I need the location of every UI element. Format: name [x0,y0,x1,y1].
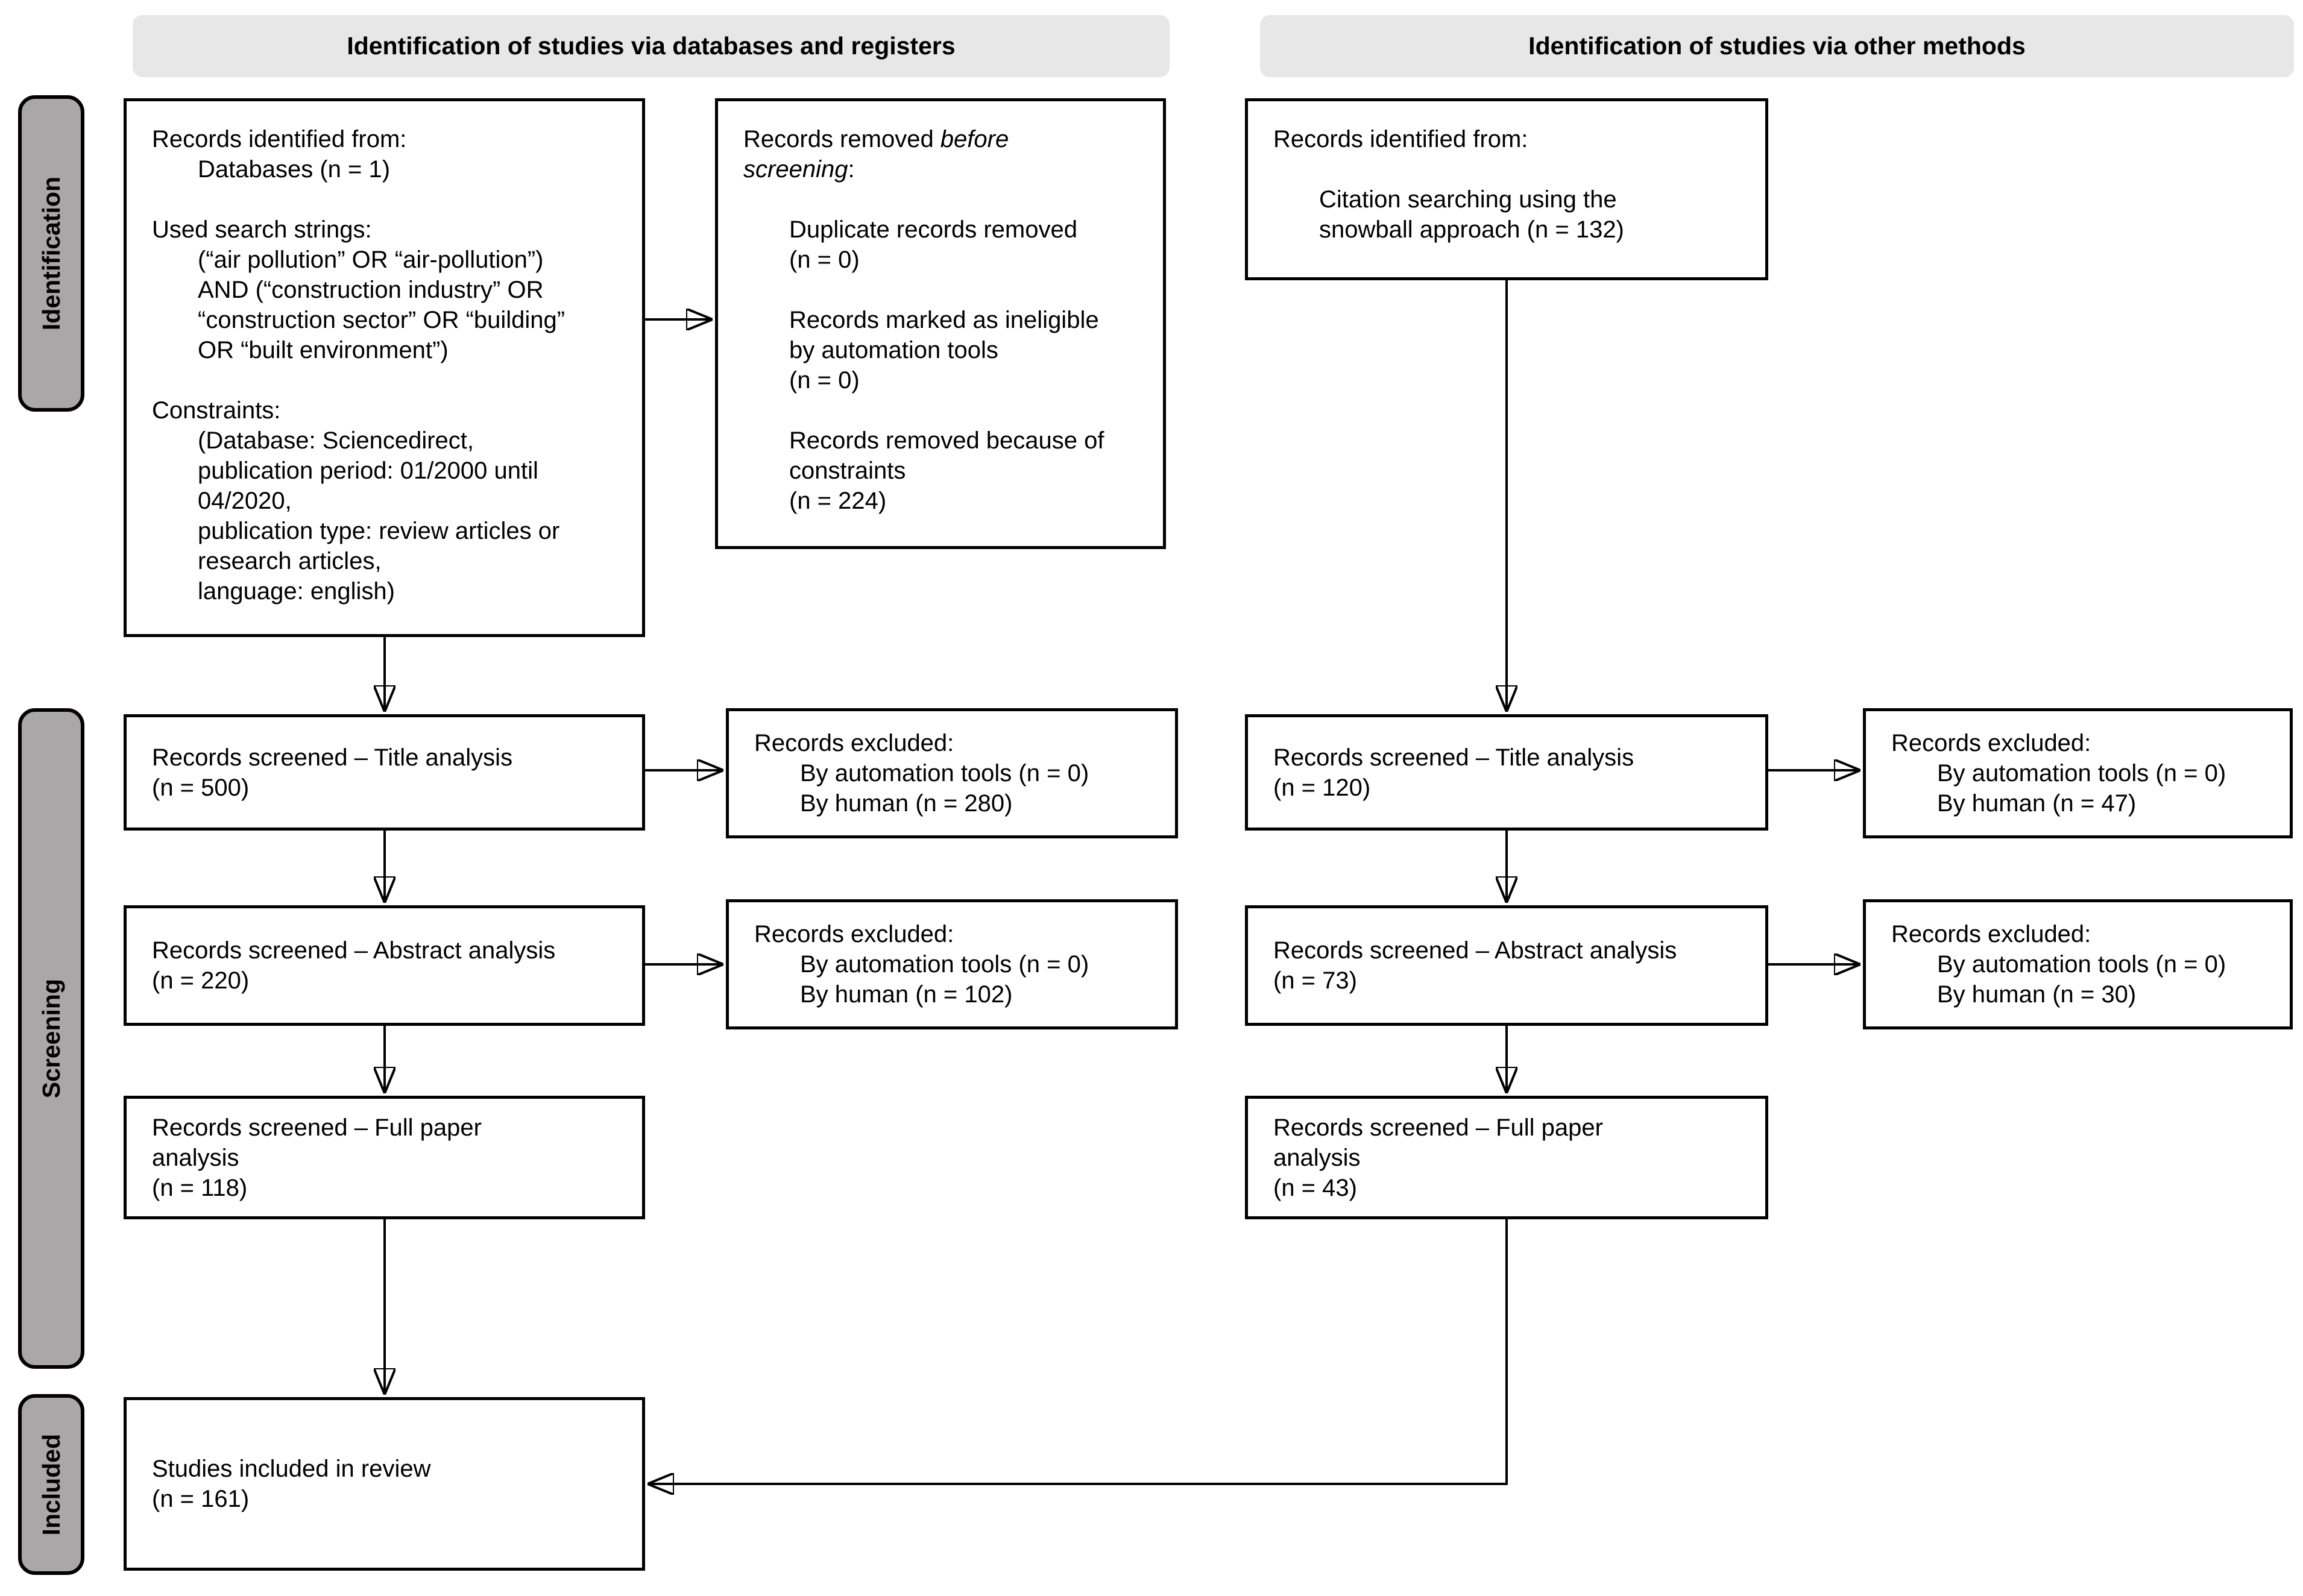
line: snowball approach (n = 132) [1319,216,1624,243]
box-screened-fullpaper-databases: Records screened – Full paper analysis (… [124,1096,645,1219]
line: By automation tools (n = 0) [800,951,1089,978]
line: “construction sector” OR “building” [198,307,566,333]
line: (n = 0) [789,367,860,394]
line [152,184,631,215]
line: (n = 161) [152,1486,250,1512]
line: Records screened – Full paper [1273,1114,1603,1141]
line: language: english) [198,578,395,605]
line: By human (n = 280) [800,790,1013,817]
line: (n = 0) [789,247,860,273]
line: (“air pollution” OR “air-pollution”) [198,247,544,273]
phase-tab-identification: Identification [18,95,84,412]
box-screened-abstract-other: Records screened – Abstract analysis (n … [1245,905,1768,1026]
column-header-databases: Identification of studies via databases … [133,15,1170,77]
box-excluded-title-databases: Records excluded: By automation tools (n… [726,708,1178,838]
line: Records screened – Abstract analysis [152,937,556,964]
line: (n = 118) [152,1174,248,1201]
line: Records screened – Title analysis [152,744,513,771]
line: (n = 120) [1273,774,1371,801]
phase-tab-included-label: Included [37,1433,65,1536]
line: publication period: 01/2000 until [198,457,538,484]
line: By human (n = 47) [1937,790,2137,817]
line: screening: [743,156,855,183]
line: Citation searching using the [1319,186,1617,213]
line: Records removed because of [789,427,1104,454]
line: Records excluded: [1891,730,2091,756]
line: Records identified from: [1273,126,1528,152]
arrow-fullpaper-other-to-included [649,1219,1508,1484]
line: Constraints: [152,397,281,424]
line: OR “built environment”) [198,337,449,363]
phase-tab-screening-label: Screening [37,978,65,1099]
line: Records screened – Title analysis [1273,744,1634,771]
line: By automation tools (n = 0) [1937,760,2226,787]
box-screened-fullpaper-other: Records screened – Full paper analysis (… [1245,1096,1768,1219]
line [743,184,1152,215]
line: Duplicate records removed [789,216,1077,243]
line: research articles, [198,548,382,574]
line: Records excluded: [1891,921,2091,947]
line: By human (n = 102) [800,981,1013,1008]
line: By human (n = 30) [1937,981,2137,1008]
line: (n = 43) [1273,1174,1357,1201]
line: Used search strings: [152,216,372,243]
line: (n = 73) [1273,967,1357,994]
line: Records removed before [743,126,1009,152]
line: By automation tools (n = 0) [800,760,1089,787]
phase-tab-included: Included [18,1394,84,1575]
line: AND (“construction industry” OR [198,277,544,303]
line: analysis [152,1144,239,1171]
box-screened-title-databases: Records screened – Title analysis (n = 5… [124,714,645,831]
line: 04/2020, [198,488,292,514]
line: by automation tools [789,337,998,363]
line: (n = 224) [789,488,887,514]
line: constraints [789,457,906,484]
box-records-identified-databases: Records identified from: Databases (n = … [124,98,645,637]
column-header-other-methods: Identification of studies via other meth… [1260,15,2294,77]
box-excluded-abstract-databases: Records excluded: By automation tools (n… [726,899,1178,1029]
line: publication type: review articles or [198,518,560,544]
box-screened-title-other: Records screened – Title analysis (n = 1… [1245,714,1768,831]
box-screened-abstract-databases: Records screened – Abstract analysis (n … [124,905,645,1026]
box-records-removed-before-screening: Records removed before screening: Duplic… [715,98,1166,549]
phase-tab-identification-label: Identification [37,176,65,331]
line [1273,154,1754,184]
line: Records excluded: [754,921,954,947]
line: (Database: Sciencedirect, [198,427,474,454]
box-excluded-title-other: Records excluded: By automation tools (n… [1863,708,2293,838]
line: Records marked as ineligible [789,307,1099,333]
box-records-identified-other-methods: Records identified from: Citation search… [1245,98,1768,280]
line [743,395,1152,426]
line [152,365,631,395]
line: analysis [1273,1144,1361,1171]
line: Databases (n = 1) [198,156,391,183]
line: Records screened – Abstract analysis [1273,937,1677,964]
box-excluded-abstract-other: Records excluded: By automation tools (n… [1863,899,2293,1029]
line: Studies included in review [152,1456,431,1482]
phase-tab-screening: Screening [18,708,84,1369]
box-studies-included: Studies included in review (n = 161) [124,1397,645,1571]
line: (n = 500) [152,774,250,801]
line: Records screened – Full paper [152,1114,482,1141]
line: Records excluded: [754,730,954,756]
line: Records identified from: [152,126,407,152]
line: By automation tools (n = 0) [1937,951,2226,978]
line [743,275,1152,305]
line: (n = 220) [152,967,250,994]
